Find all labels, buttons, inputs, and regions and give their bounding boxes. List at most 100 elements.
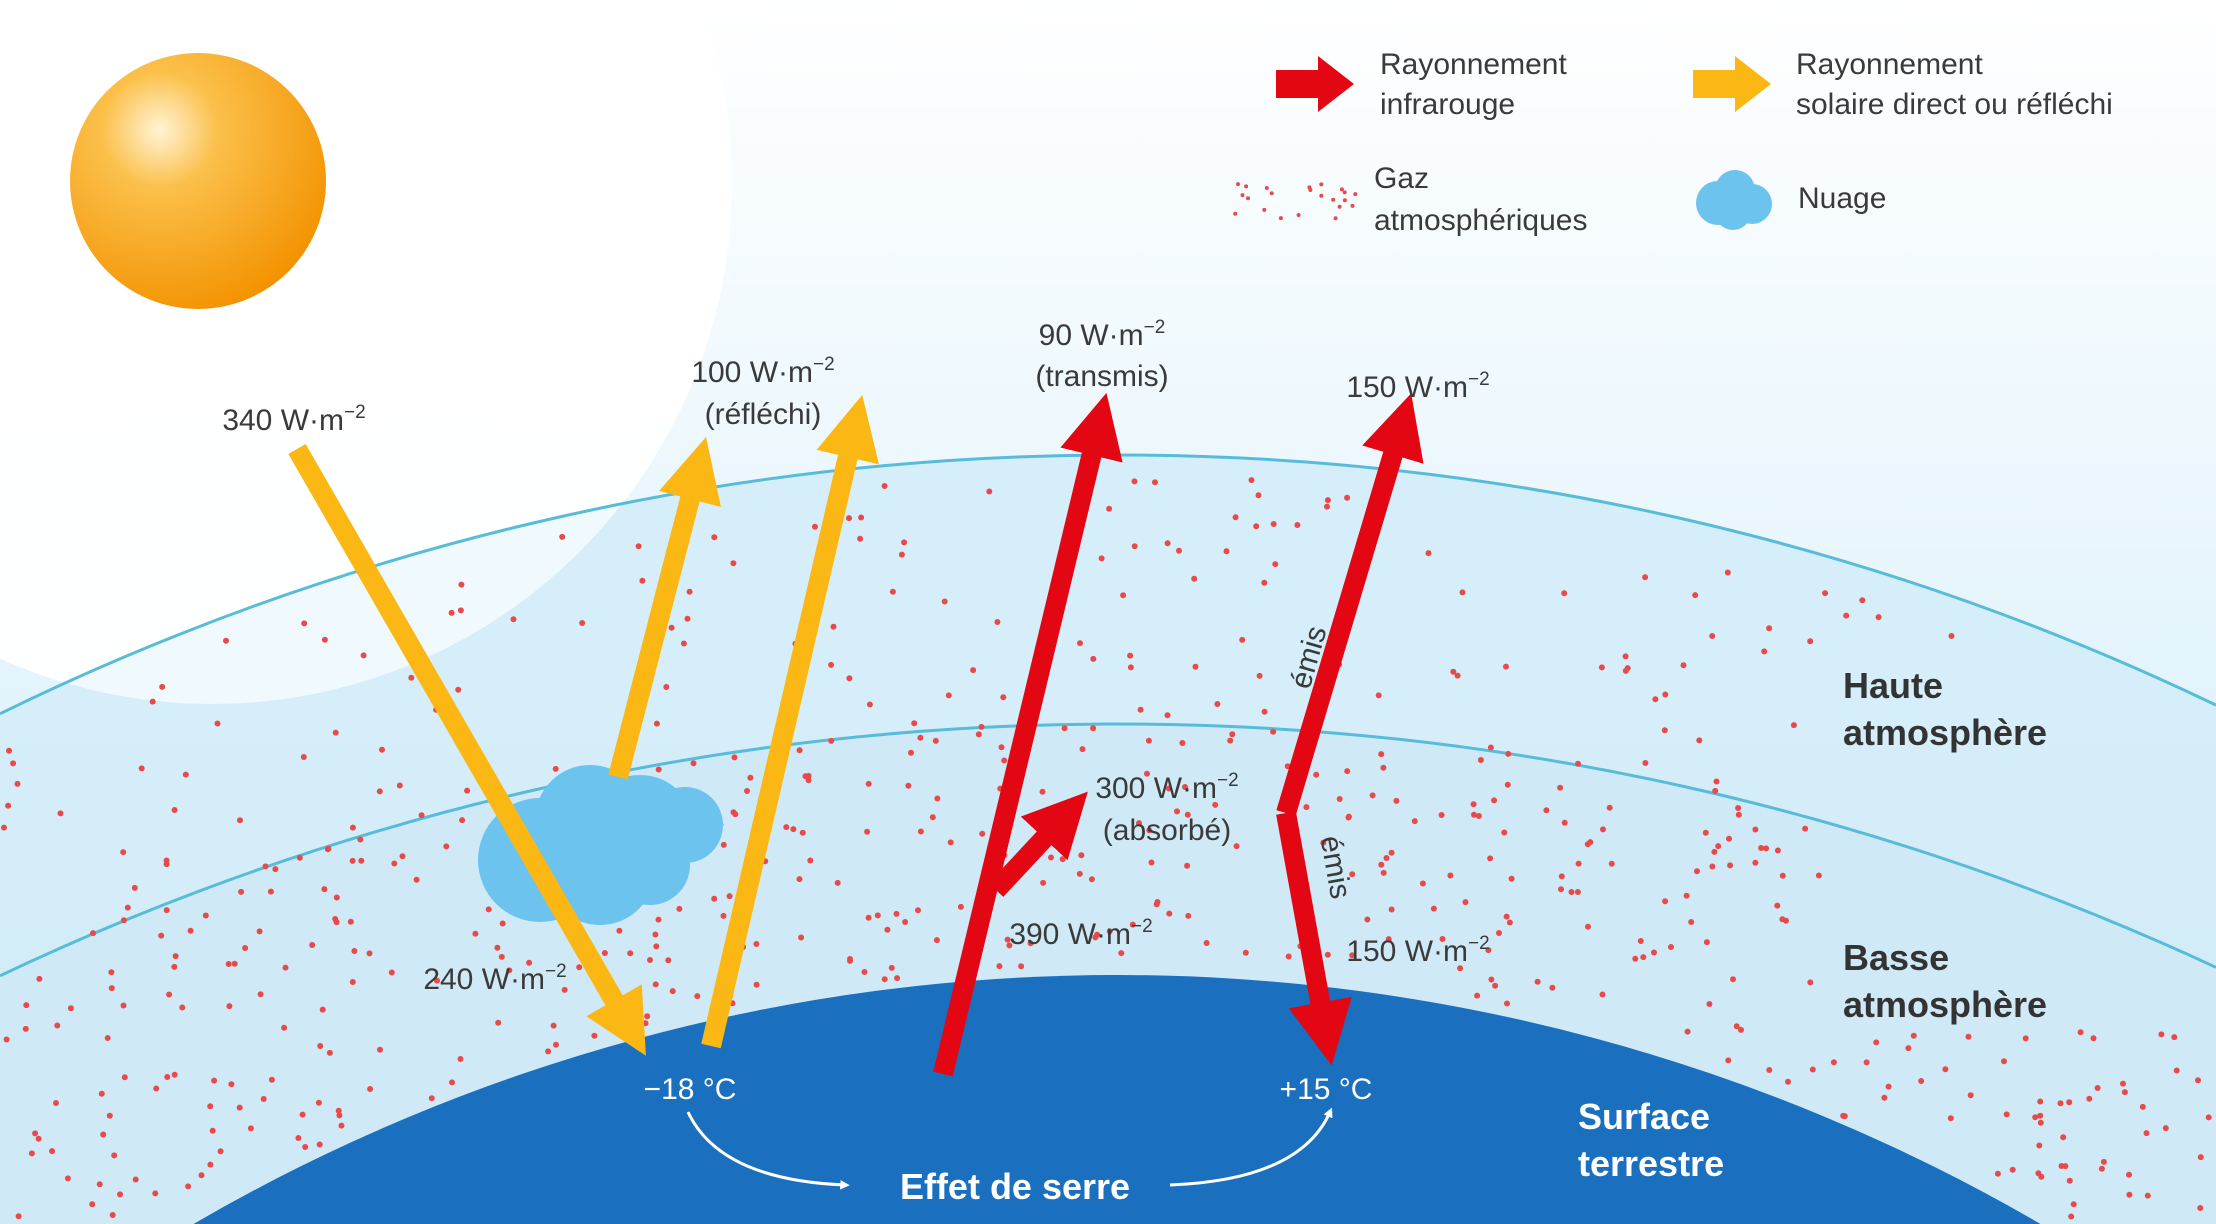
infrared-legend-arrow-icon: [1276, 56, 1354, 112]
gas-legend-dot: [1264, 186, 1269, 190]
gas-dot: [90, 930, 96, 937]
gas-dot: [2036, 1142, 2043, 1149]
gas-dot: [1098, 555, 1105, 562]
gas-dot: [413, 876, 420, 883]
gas-dot: [1558, 886, 1564, 893]
gas-dot: [1785, 1078, 1791, 1085]
gas-legend-dot: [1353, 192, 1358, 197]
gas-dot: [449, 1079, 455, 1086]
gas-dot: [2144, 1192, 2151, 1199]
gas-dot: [22, 1025, 29, 1032]
gas-dot: [1223, 548, 1230, 555]
gas-dot: [1145, 737, 1152, 744]
gas-dot: [932, 737, 939, 744]
gas-dot: [1182, 784, 1188, 790]
gas-dot: [1270, 521, 1277, 527]
gas-dot: [975, 731, 982, 738]
gas-dot: [1608, 860, 1615, 867]
gas-dot: [1702, 829, 1709, 836]
absorbed-note: (absorbé): [1103, 814, 1231, 847]
gas-dot: [915, 907, 921, 914]
gas-dot: [893, 910, 900, 917]
gas-dot: [367, 1086, 374, 1092]
legend: Rayonnement infrarouge Rayonnement solai…: [1233, 48, 2113, 237]
incoming-solar-arrow: [288, 444, 646, 1056]
surface-reflected-solar-arrow: [701, 394, 879, 1049]
gas-dot: [726, 893, 733, 900]
gas-dot: [1239, 636, 1246, 643]
gas-dot: [1738, 1026, 1744, 1033]
gas-dot: [2158, 1031, 2165, 1038]
gas-dot: [299, 1111, 306, 1118]
gas-dot: [1561, 590, 1568, 597]
gas-dot: [1661, 727, 1668, 734]
gas-dot: [238, 888, 245, 895]
gas-legend-dot: [1331, 197, 1336, 202]
gas-dot: [149, 698, 156, 705]
gas-dot: [388, 969, 395, 976]
gas-dot: [109, 1212, 116, 1218]
gas-dot: [1508, 875, 1515, 882]
gas-dot: [1662, 898, 1669, 905]
gas-dot: [857, 535, 864, 542]
gas-legend-dot: [1269, 191, 1274, 196]
gas-dot: [108, 985, 115, 992]
gas-dot: [1127, 664, 1134, 671]
gas-dot: [1668, 944, 1674, 950]
gas-dot: [1450, 668, 1457, 675]
gas-dot: [1438, 812, 1445, 818]
gas-dot: [1040, 879, 1047, 886]
gas-dot: [1948, 633, 1955, 639]
gas-dot: [1349, 871, 1356, 878]
emitted-down-infrared-arrow: [1276, 811, 1352, 1066]
gas-dot: [1192, 663, 1199, 670]
gas-dot: [1947, 1115, 1954, 1122]
gas-dot: [1587, 839, 1594, 846]
gas-dot: [1380, 764, 1387, 771]
gas-dot: [846, 675, 853, 682]
gas-dot: [2035, 1170, 2042, 1177]
effect-right-arrow: [1169, 1107, 1333, 1187]
gas-dot: [237, 817, 243, 824]
gas-dot: [1203, 940, 1210, 946]
gas-dot: [799, 829, 806, 836]
gas-dot: [576, 964, 583, 971]
gas-dot: [120, 849, 127, 856]
gas-dot: [1965, 1033, 1972, 1040]
gas-dot: [686, 588, 693, 595]
gas-dot: [1680, 662, 1687, 669]
gas-dot: [994, 619, 1001, 625]
gas-dot: [545, 1048, 552, 1055]
gas-dot: [1790, 722, 1797, 729]
gas-dot: [552, 765, 559, 772]
gas-legend-dot: [1246, 196, 1250, 201]
gas-dot: [159, 683, 166, 690]
absorbed-label: 300 W·m−2: [1095, 770, 1238, 805]
gas-dot: [2003, 1111, 2010, 1118]
gas-dot: [32, 1130, 39, 1137]
gas-dot: [798, 934, 805, 941]
gas-legend-dot: [1333, 216, 1338, 221]
gas-dot: [2066, 1099, 2073, 1106]
gas-dot: [1018, 963, 1025, 970]
gas-dot: [796, 747, 803, 754]
gas-dot: [1166, 785, 1172, 792]
gas-dot: [166, 991, 173, 998]
gas-dot: [1779, 916, 1786, 923]
gas-dot: [260, 1096, 267, 1102]
gas-dot: [1285, 953, 1292, 960]
gas-dot: [1501, 829, 1508, 836]
gas-dot: [1688, 919, 1695, 925]
gas-dot: [1261, 579, 1268, 586]
gas-dot: [1637, 938, 1644, 944]
gas-dot: [1439, 936, 1446, 942]
surface-emission-label: 390 W·m−2: [1009, 916, 1152, 951]
gas-dot: [1774, 847, 1781, 854]
gas-dot: [67, 1005, 74, 1012]
gas-dot: [211, 1077, 218, 1084]
legend-solar-2: solaire direct ou réfléchi: [1796, 88, 2113, 121]
gas-dot: [1375, 692, 1382, 699]
gas-dot: [1336, 796, 1343, 802]
gas-dot: [1088, 876, 1095, 883]
gas-dot: [379, 746, 385, 753]
